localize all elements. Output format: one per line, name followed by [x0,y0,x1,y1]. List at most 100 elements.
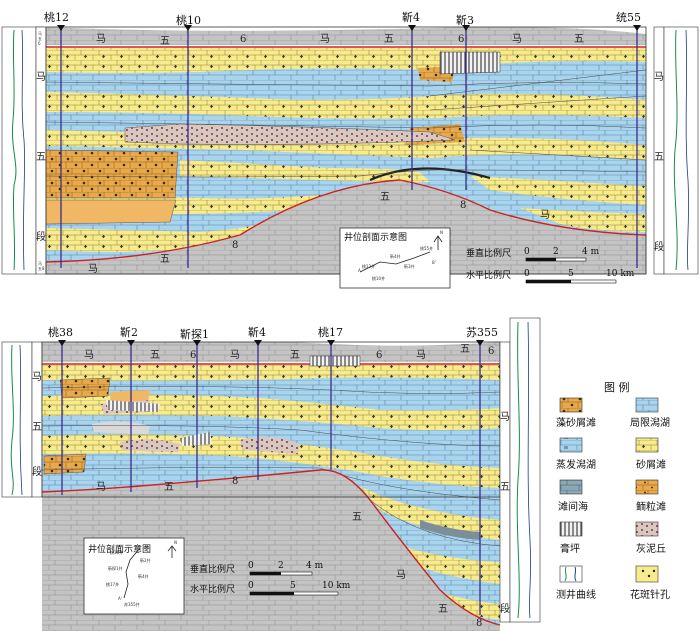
upper-inset-well-1: 桃12井 [362,263,375,269]
upper-label-ma-base-2: 马 [88,263,98,275]
upper-vertical-scale-label: 垂直比例尺 [466,247,511,259]
upper-inset-well-4: 靳3井 [404,263,415,269]
upper-inset-well-5: 统55井 [420,245,433,251]
lower-section: 马 五 段 [2,318,540,631]
lower-label-wu-base-2: 五 [352,512,362,523]
lower-label-wu-2: 五 [290,350,300,361]
upper-label-ma-1: 马 [96,33,106,45]
legend-label-inter-shoal: 滩间海 [558,500,588,513]
lower-vertical-tick-1: 2 [278,561,284,571]
upper-label-wu-2: 五 [384,34,394,45]
lower-inset-north: N [174,540,177,545]
lower-well-3-label: 靳探1 [180,327,209,341]
upper-inset-point-b: B' [432,260,436,265]
lower-right-col-duan: 段 [500,602,510,615]
legend-item-log-curve: 测井曲线 [556,566,596,601]
lower-label-six-2: 6 [376,350,382,361]
legend-item-gypsum: 膏坪 [560,522,582,555]
legend-item-oolitic: 鲕粒滩 [636,480,666,513]
upper-inset-map: 井位剖面示意图 桃12井 桃10井 靳4井 靳3井 统55井 A B' N [340,228,450,288]
upper-inset-point-a: A [358,268,361,273]
upper-right-col-duan: 段 [654,240,664,253]
upper-label-wu-base: 五 [380,192,390,203]
upper-right-log-track [664,27,698,274]
lower-well-6-label: 苏355 [466,326,498,339]
lower-label-eight-1: 8 [232,476,238,487]
upper-left-col-wu: 五 [36,152,46,163]
lower-label-eight-2: 8 [476,618,482,629]
lower-left-strat-column: 马 五 段 [32,342,42,497]
upper-label-ma-base: 马 [540,209,550,221]
lower-inset-well-6: 苏355井 [124,601,140,607]
lower-inset-point-a: A [146,544,149,549]
legend-label-evap-lagoon: 蒸发潟湖 [556,458,596,471]
legend-item-algal-sand: 藻砂屑滩 [556,398,596,429]
upper-label-six-2: 6 [458,34,464,45]
upper-horizontal-tick-2: 10 km [606,269,635,279]
legend-item-evap-lagoon: 蒸发潟湖 [556,438,596,471]
legend-label-pinhole: 花斑针孔 [630,588,670,601]
upper-well-5-label: 统55 [616,11,641,24]
upper-horizontal-tick-1: 5 [568,269,574,279]
legend-label-oolitic: 鲕粒滩 [636,500,666,513]
lower-well-2-label: 靳2 [120,325,138,339]
svg-text:五8: 五8 [38,266,45,271]
legend-label-gypsum: 膏坪 [560,542,580,555]
upper-left-col-ma: 马 [36,71,46,83]
lower-well-4-label: 靳4 [248,325,266,339]
legend-label-sand-shoal: 砂屑滩 [636,458,666,471]
upper-well-4-label: 靳3 [456,13,474,27]
upper-label-eight-2: 8 [232,240,238,251]
lower-vertical-tick-0: 0 [248,561,254,571]
legend-item-inter-shoal: 滩间海 [558,480,588,513]
upper-inset-title: 井位剖面示意图 [344,231,407,243]
upper-vertical-tick-2: 4 m [582,247,600,257]
lower-horizontal-tick-1: 5 [290,581,296,591]
upper-inset-well-2: 桃10井 [372,275,385,281]
lower-label-ma-base-2: 马 [396,569,406,581]
upper-label-eight-1: 8 [460,200,466,211]
lower-label-wu-base-3: 五 [438,604,448,615]
legend-item-sand-shoal: 砂屑滩 [636,438,666,471]
upper-label-wu-3: 五 [574,34,584,45]
upper-right-strat-column: 马 五 段 [654,27,664,274]
upper-label-wu-1: 五 [160,36,170,47]
lower-horizontal-tick-2: 10 km [322,581,351,591]
upper-right-col-ma: 马 [654,71,664,83]
lower-inset-well-1: 桃38井 [110,549,123,555]
legend-item-pinhole: 花斑针孔 [630,566,670,601]
upper-label-wu-base-2: 五 [160,254,170,265]
lower-inset-well-2: 靳2井 [140,557,151,563]
lower-inset-well-3: 靳探1井 [108,565,123,571]
upper-horizontal-scale-label: 水平比例尺 [466,269,511,281]
lower-label-ma-base: 马 [96,481,106,493]
lower-label-six-1: 6 [190,350,196,361]
lower-right-strat-column: 马 五 段 [500,342,510,622]
legend: 图 例 藻砂屑滩 局限潟湖 蒸发潟湖 砂屑滩 滩间海 鲕粒滩 膏坪 [556,380,670,601]
upper-inset-well-3: 靳4井 [390,253,401,259]
upper-label-six-1: 6 [240,34,246,45]
lower-horizontal-tick-0: 0 [248,581,254,591]
lower-label-wu-1: 五 [150,350,160,361]
legend-title: 图 例 [604,380,630,394]
upper-label-ma-2: 马 [320,33,330,45]
upper-left-strat-column: 马 五 6 马 五8 马 五 段 [36,27,46,274]
lower-label-wu-base: 五 [164,482,174,493]
upper-section: 马 五 6 马 五8 马 五 段 [2,10,698,288]
upper-well-1-label: 桃12 [44,10,69,24]
lower-inset-point-a-prime: A' [118,596,122,601]
lower-right-col-wu: 五 [500,482,510,493]
lower-horizontal-scale-label: 水平比例尺 [190,583,235,595]
lower-left-col-duan: 段 [32,465,42,478]
upper-right-col-wu: 五 [654,152,664,163]
lower-vertical-scale-label: 垂直比例尺 [190,563,235,575]
lower-label-ma-3: 马 [416,349,426,361]
lower-inset-well-5: 桃17井 [106,581,119,587]
lower-well-1-label: 桃38 [48,325,73,339]
lower-label-ma-1: 马 [84,349,94,361]
legend-label-lagoon: 局限潟湖 [630,416,670,429]
lower-label-six-3: 6 [488,346,494,357]
legend-label-algal-sand: 藻砂屑滩 [556,416,596,429]
upper-vertical-tick-1: 2 [553,247,559,257]
